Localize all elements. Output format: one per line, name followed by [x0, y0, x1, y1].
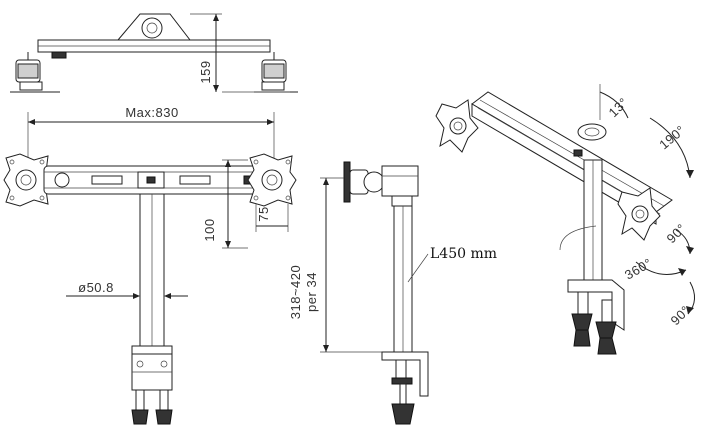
max-width-label: Max:830	[125, 105, 178, 120]
iso-left-vesa	[435, 99, 479, 153]
rotate-angle-label: 360°	[622, 255, 655, 282]
isometric-view: 13° 190° 90° 360° 90°	[435, 84, 695, 355]
swing-angle-label: 190°	[656, 122, 688, 152]
height-top-label: 159	[198, 60, 213, 83]
right-vesa-plate	[247, 153, 297, 207]
side-view: L450 mm 318~420 per 34	[288, 161, 497, 425]
arm-height-label: 100	[202, 218, 217, 241]
pivot-angle-b-label: 90°	[668, 303, 694, 329]
iso-clamp	[567, 279, 625, 355]
iso-right-vesa	[617, 187, 661, 241]
left-vesa-plate	[3, 153, 53, 207]
pole-range-line2: per 34	[304, 272, 319, 312]
front-clamp	[131, 345, 173, 425]
right-swivel-top	[254, 52, 298, 93]
side-clamp	[381, 351, 429, 425]
left-swivel-top	[10, 52, 60, 93]
pole-diameter-label: ø50.8	[78, 280, 114, 295]
pivot-angle-a-label: 90°	[664, 221, 690, 247]
top-view: 159	[10, 13, 298, 93]
vesa-label: 75	[256, 206, 271, 221]
pole-length-label: L450 mm	[430, 246, 497, 262]
pole-range-line1: 318~420	[288, 265, 303, 319]
front-view: Max:830	[3, 105, 297, 425]
